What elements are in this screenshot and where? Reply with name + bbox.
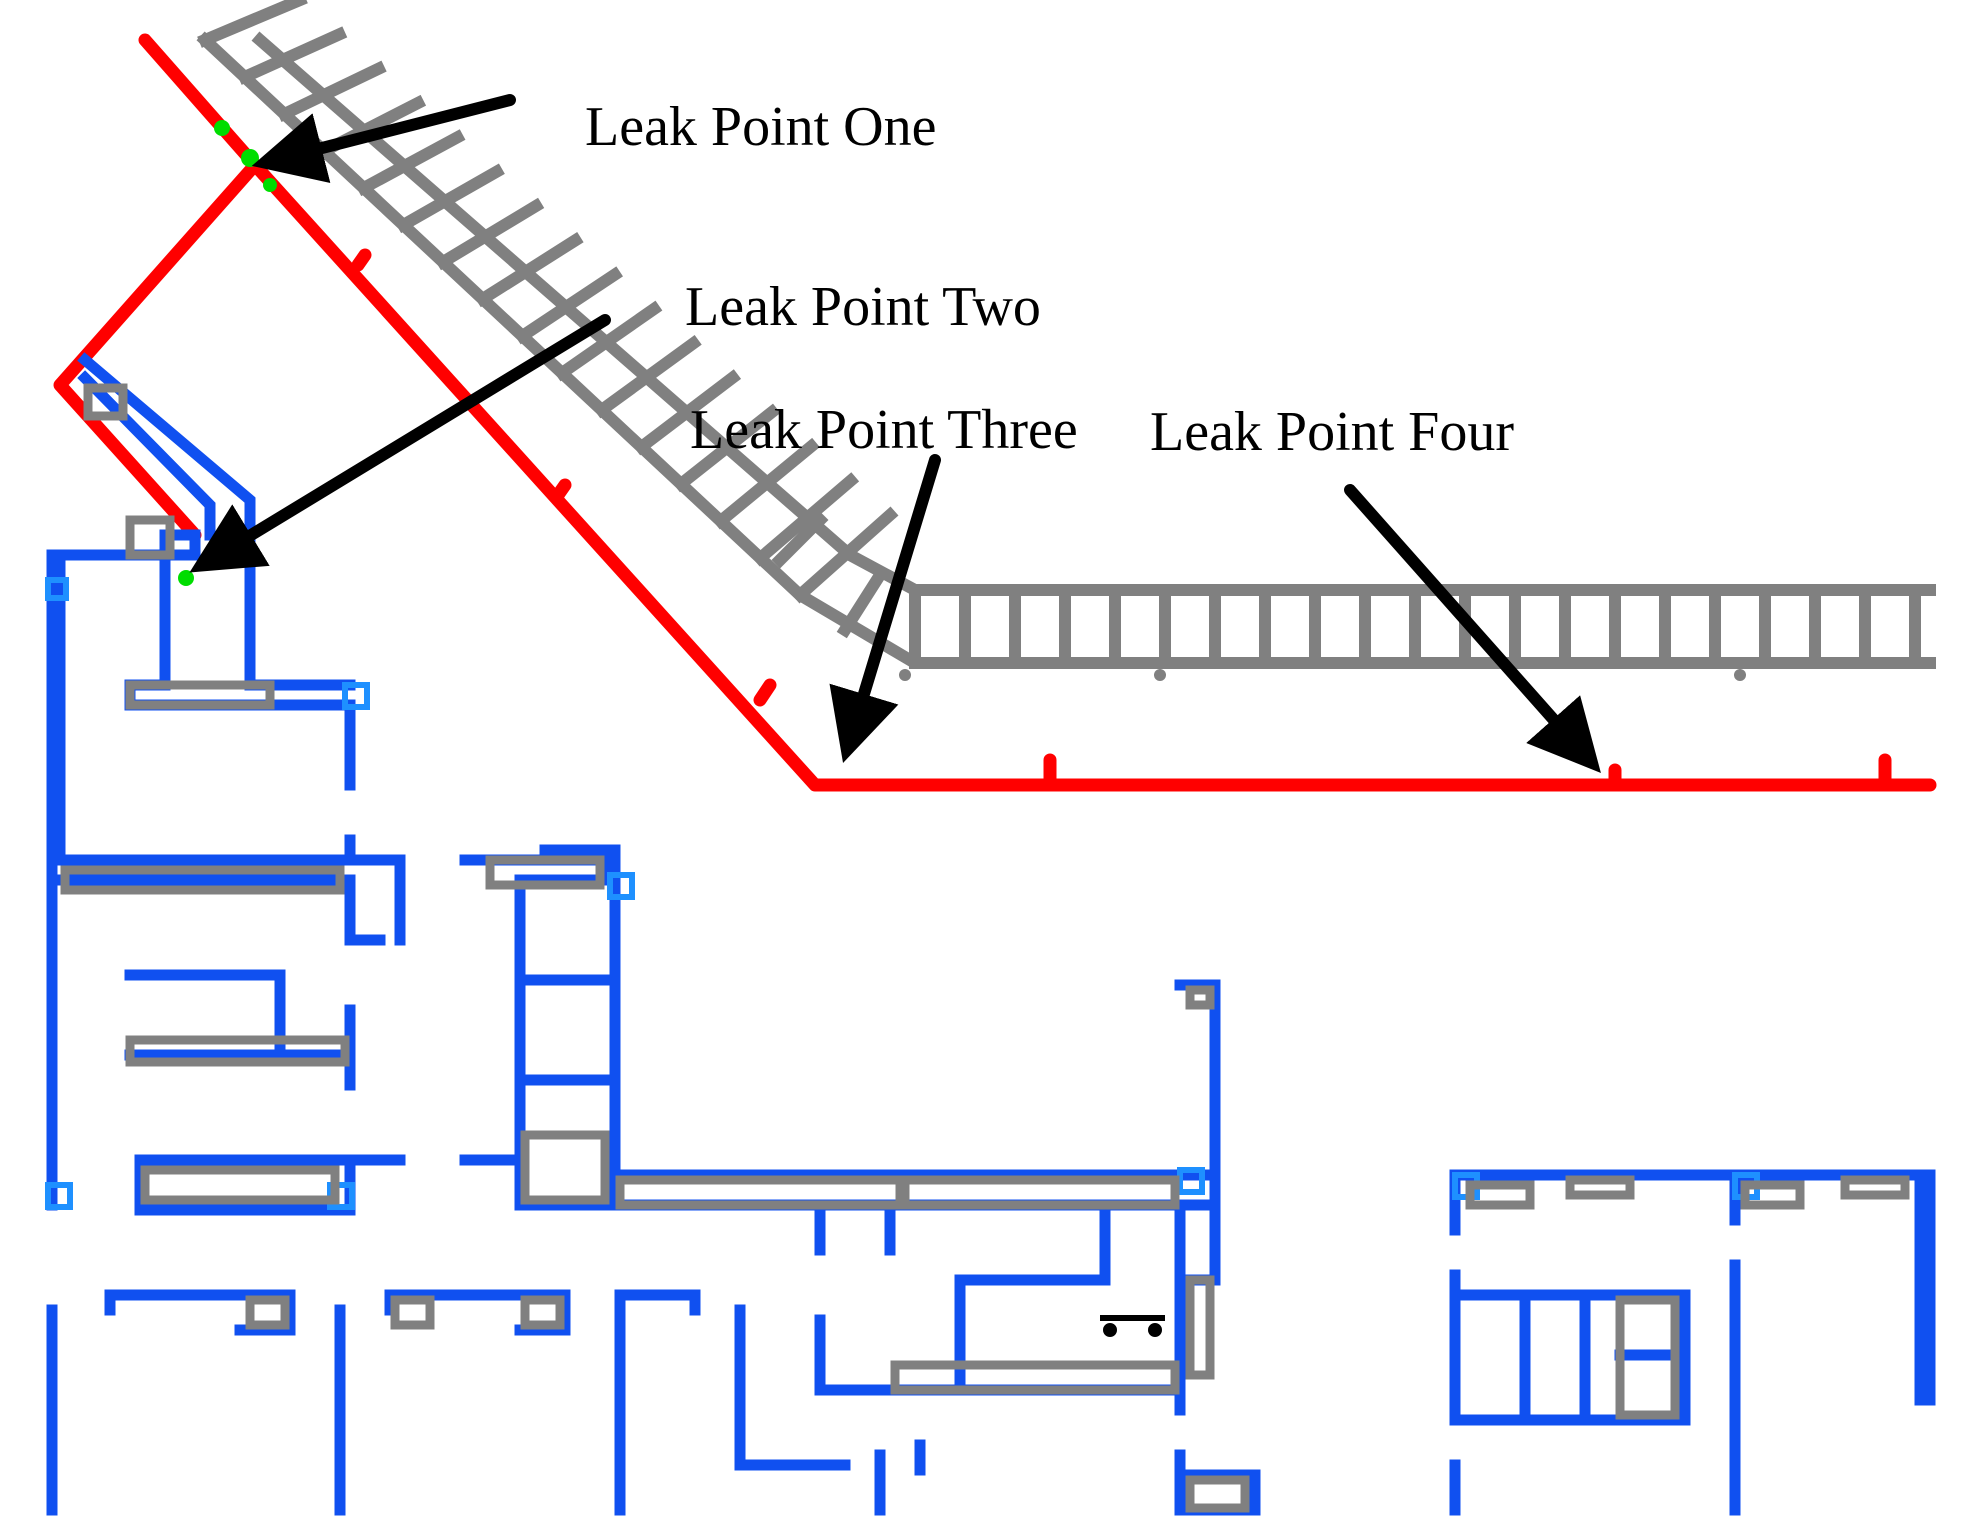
corridor-rung: [355, 129, 466, 197]
label-leak-point-two: Leak Point Two: [685, 276, 1041, 338]
corridor-rung: [712, 437, 820, 530]
room-walls: [46, 352, 1936, 1516]
support-dot: [899, 669, 911, 681]
arrow-leak-four: [1344, 484, 1601, 773]
label-leak-point-three: Leak Point Three: [690, 399, 1078, 461]
arrow-leak-one: [251, 94, 516, 184]
arrow-leak-three: [829, 454, 941, 763]
leak-marker-one: [214, 120, 230, 136]
pipeline-bump: [753, 678, 777, 707]
corridor-rung: [593, 334, 702, 419]
corridor-rung: [791, 506, 899, 604]
leak-marker-one-c: [263, 178, 277, 192]
corridor-rung: [553, 300, 663, 382]
label-leak-point-one: Leak Point One: [585, 96, 936, 158]
leak-marker-two: [178, 570, 194, 586]
corridor-rung: [751, 472, 860, 567]
corridor-rung: [197, 0, 308, 48]
corridor-rung: [434, 197, 545, 271]
corridor-rung: [236, 26, 348, 85]
pipeline-support-bumps: [351, 248, 1892, 792]
support-dot: [1734, 669, 1746, 681]
corridor-rung: [395, 163, 505, 234]
pipeline-bump: [551, 478, 572, 502]
label-leak-point-four: Leak Point Four: [1150, 401, 1514, 463]
corridor-walkway: [196, 0, 1936, 681]
corridor-support-dots: [899, 669, 1746, 681]
interior-fixtures: [60, 383, 1910, 1513]
corridor-rung: [276, 60, 387, 123]
corridor-rail-inner: [251, 31, 1936, 596]
corridor-rung: [514, 266, 623, 345]
corridor-rungs-horizontal: [909, 584, 1921, 669]
leak-marker-one-b: [241, 149, 259, 167]
corridor-rail-outer: [196, 31, 1936, 669]
corridor-rung: [474, 232, 584, 308]
arrow-leak-two: [189, 314, 611, 573]
pipeline-branch: [53, 158, 262, 542]
corridor-rung: [771, 511, 829, 569]
bench-icon: [1100, 1315, 1165, 1337]
corridor-rung: [632, 369, 742, 456]
pipeline-bump: [351, 248, 372, 272]
corridor-rung: [672, 403, 781, 493]
corridor-rungs-diagonal: [197, 0, 899, 639]
pipeline-red: [53, 33, 1937, 792]
support-dot: [1154, 669, 1166, 681]
annotation-arrows: [189, 94, 1601, 773]
corridor-rung: [836, 566, 889, 639]
pipeline-main: [138, 33, 1937, 792]
